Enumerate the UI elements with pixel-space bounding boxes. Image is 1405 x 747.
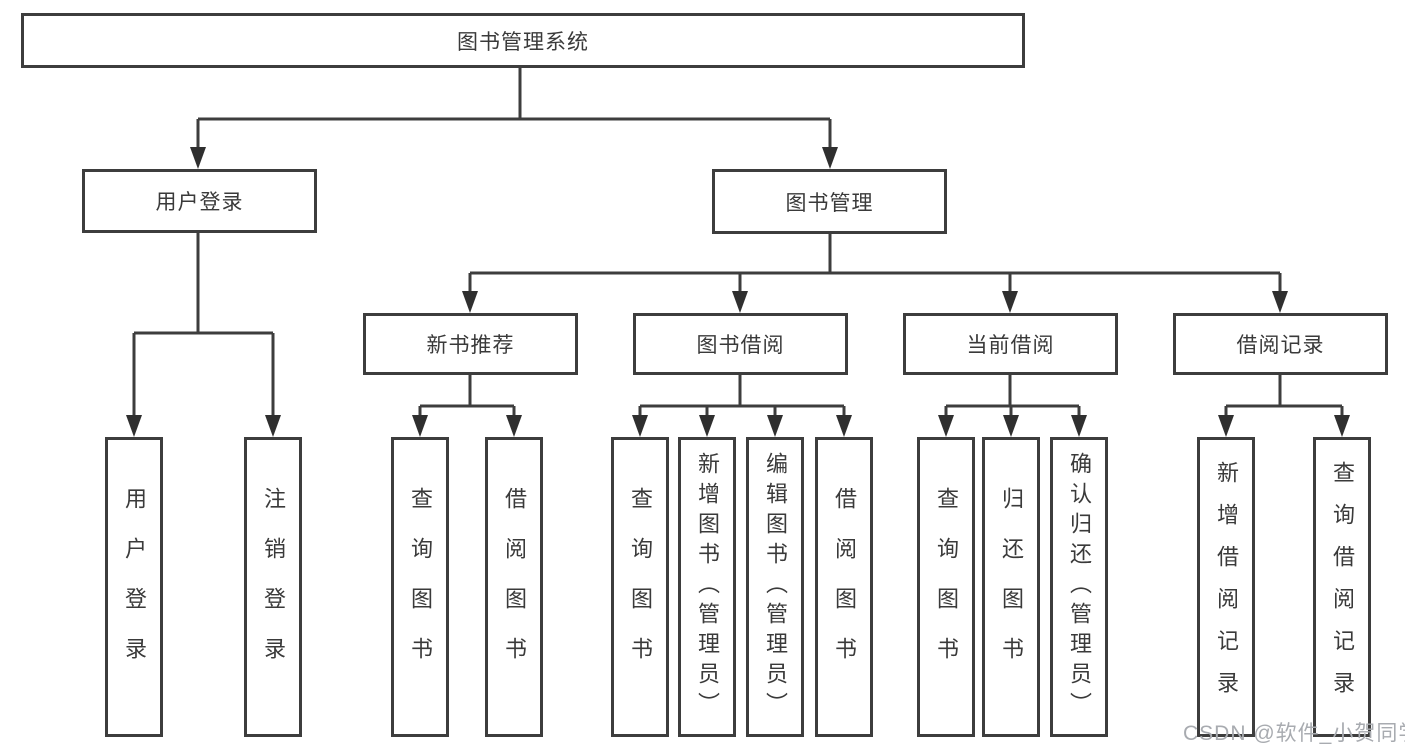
leaf-logout: 注销登录 (244, 437, 302, 737)
node-new-book-recommend: 新书推荐 (363, 313, 578, 375)
node-label: 用户登录 (122, 487, 147, 687)
node-label: 查询借阅记录 (1330, 461, 1355, 713)
leaf-borrow-book: 借阅图书 (485, 437, 543, 737)
node-label: 当前借阅 (966, 334, 1055, 357)
leaf-add-borrow-record: 新增借阅记录 (1197, 437, 1255, 737)
node-borrow-records: 借阅记录 (1173, 313, 1388, 375)
arrowheads (126, 147, 1350, 437)
node-label: 借阅记录 (1236, 334, 1325, 357)
leaf-add-book-admin: 新增图书（管理员） (678, 437, 736, 737)
leaf-query-book: 查询图书 (917, 437, 975, 737)
node-user-login: 用户登录 (82, 169, 317, 233)
leaf-edit-book-admin: 编辑图书（管理员） (746, 437, 804, 737)
node-label: 借阅图书 (502, 487, 527, 687)
node-book-borrow: 图书借阅 (633, 313, 848, 375)
node-label: 借阅图书 (832, 487, 857, 687)
node-label: 图书管理 (785, 191, 874, 215)
node-label: 归还图书 (999, 487, 1024, 687)
node-label: 查询图书 (628, 487, 653, 687)
node-label: 新增借阅记录 (1214, 461, 1239, 713)
node-label: 确认归还（管理员） (1067, 452, 1092, 722)
node-label: 新增图书（管理员） (695, 452, 720, 722)
leaf-user-login: 用户登录 (105, 437, 163, 737)
node-label: 编辑图书（管理员） (763, 452, 788, 722)
csdn-watermark: CSDN @软件_小贺同学 (1183, 722, 1405, 745)
node-label: 注销登录 (261, 487, 286, 687)
node-label: 查询图书 (408, 487, 433, 687)
leaf-query-book: 查询图书 (391, 437, 449, 737)
leaf-return-book: 归还图书 (982, 437, 1040, 737)
leaf-query-book: 查询图书 (611, 437, 669, 737)
node-label: 新书推荐 (426, 334, 515, 357)
node-current-borrow: 当前借阅 (903, 313, 1118, 375)
leaf-confirm-return-admin: 确认归还（管理员） (1050, 437, 1108, 737)
leaf-borrow-book: 借阅图书 (815, 437, 873, 737)
node-label: 图书借阅 (696, 334, 785, 357)
leaf-query-borrow-record: 查询借阅记录 (1313, 437, 1371, 737)
node-label: 图书管理系统 (457, 30, 589, 54)
node-label: 查询图书 (934, 487, 959, 687)
node-label: 用户登录 (155, 191, 244, 214)
node-book-management: 图书管理 (712, 169, 947, 234)
node-library-management-system: 图书管理系统 (21, 13, 1025, 68)
